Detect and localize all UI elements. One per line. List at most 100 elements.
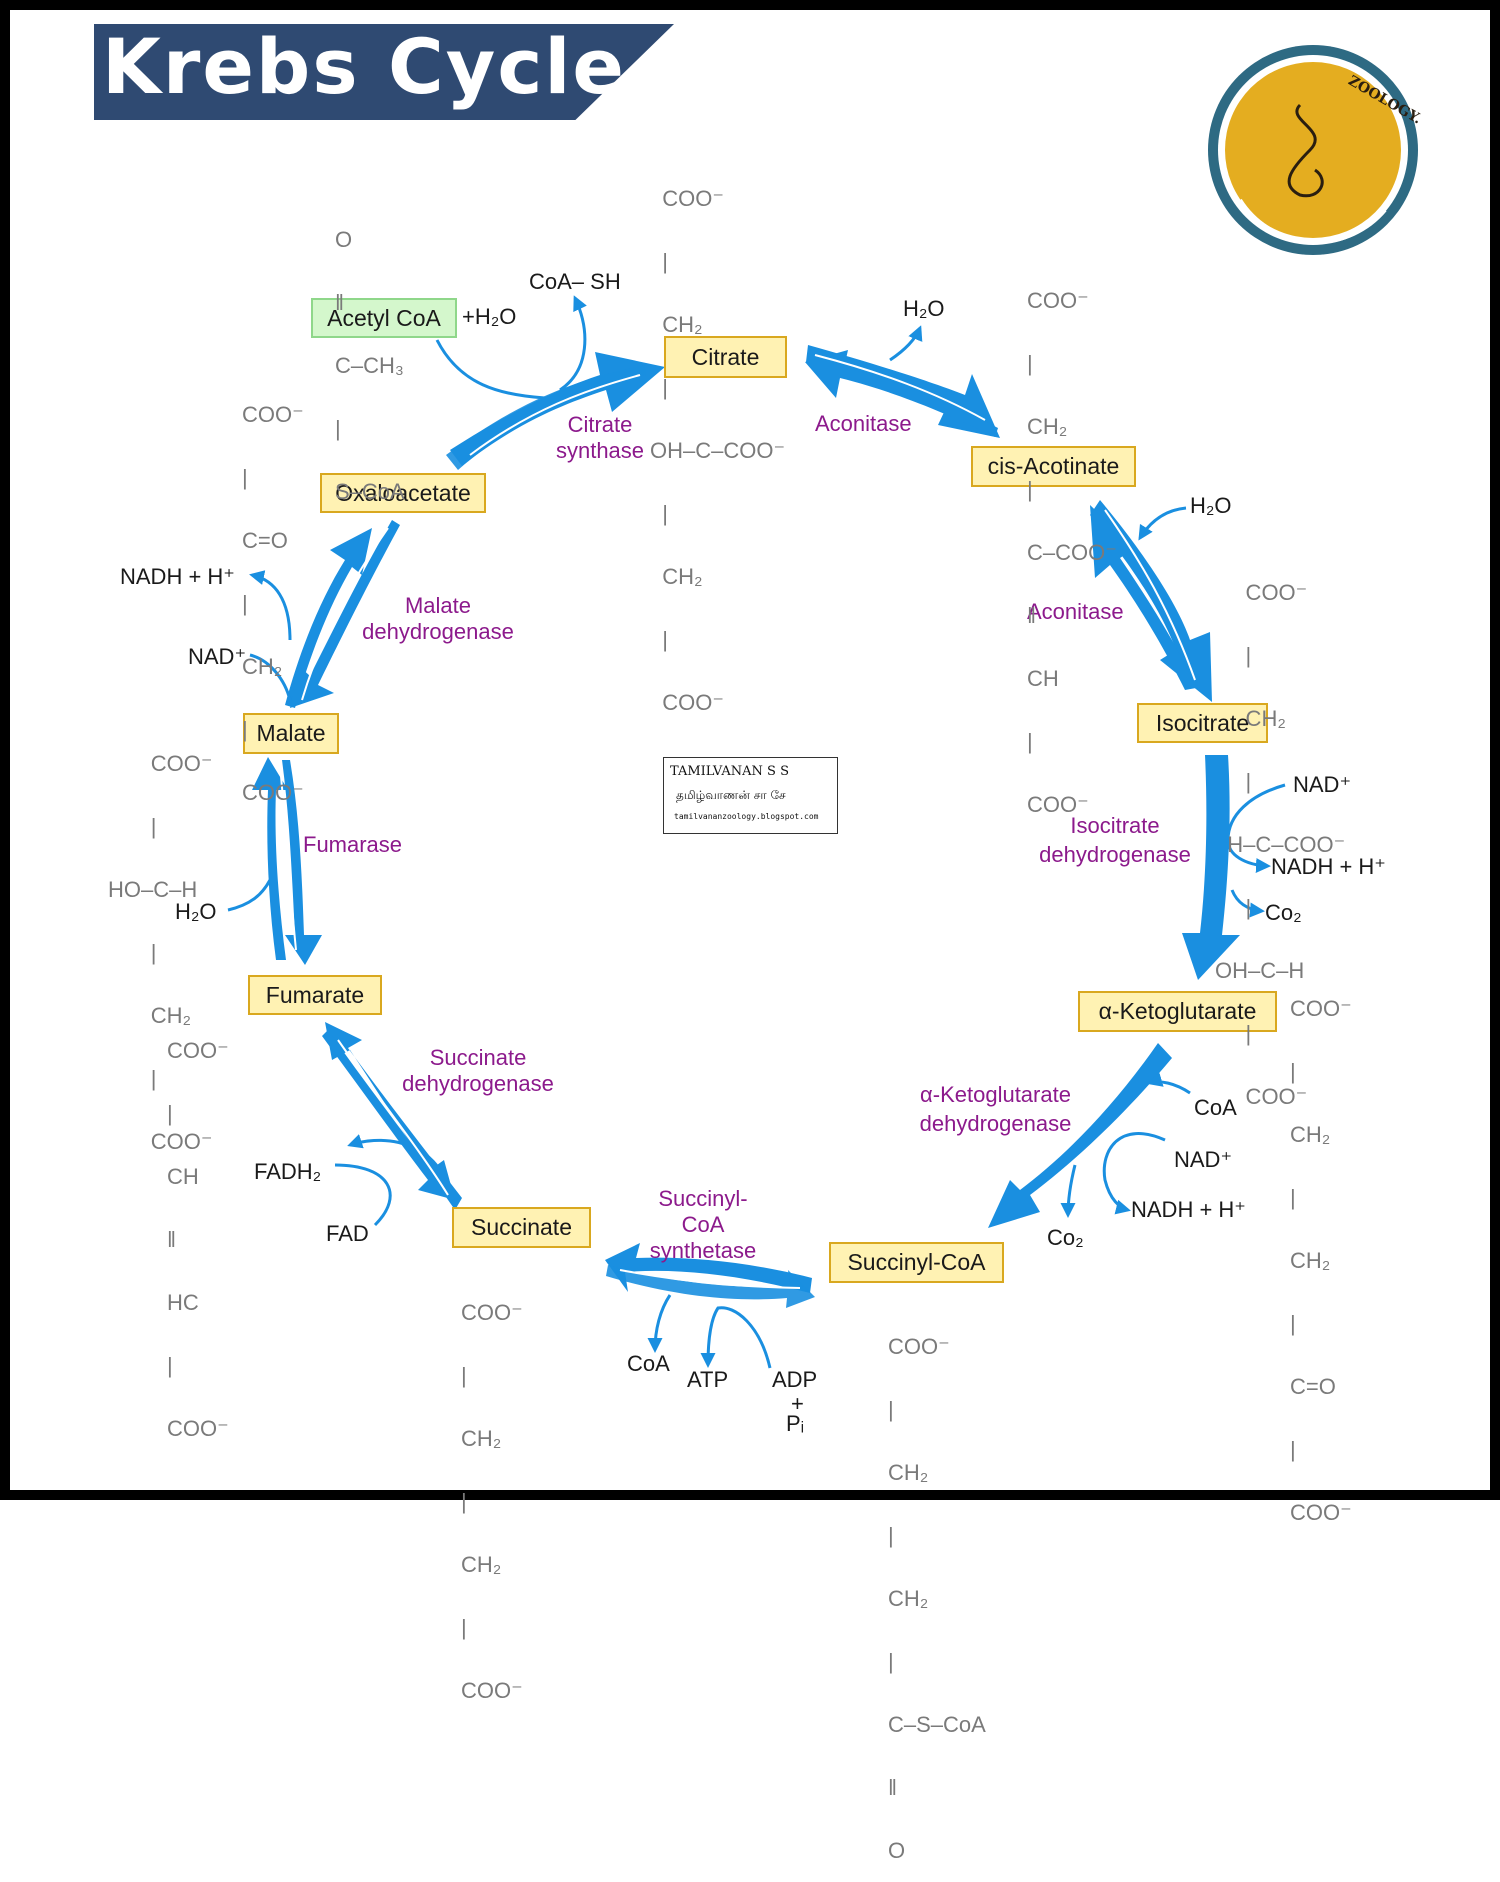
author-blog-url: tamilvananzoology.blogspot.com — [674, 812, 819, 821]
cofactor-co2-isocitrate: Co₂ — [1265, 900, 1302, 925]
cis-aconitate-box: cis-Acotinate — [971, 446, 1136, 487]
enzyme-succinyl-coa-synthetase: Succinyl- CoA synthetase — [633, 1186, 773, 1264]
cofactor-coa-akg: CoA — [1194, 1095, 1237, 1120]
structure-line: COO⁻ — [108, 751, 213, 776]
structure-line: O — [335, 227, 353, 252]
arrow-aconitase-reverse — [805, 350, 998, 437]
oxaloacetate-box: Oxaloacetate — [320, 473, 486, 513]
structure-line: | — [242, 717, 248, 742]
page-title: Krebs Cycle — [102, 22, 626, 111]
structure-succinate: COO⁻ | CH₂ | CH₂ | COO⁻ — [461, 1260, 523, 1722]
structure-line: CH₂ — [461, 1552, 502, 1577]
arrow-isocitrate-dh — [1182, 755, 1240, 980]
structure-line: HO–C–H — [108, 877, 198, 902]
structure-line: C=O — [242, 528, 288, 553]
structure-cis-aconitate: COO⁻ | CH₂ | C–COO⁻ ‖ CH | COO⁻ — [1027, 248, 1117, 836]
structure-line: | — [888, 1397, 894, 1422]
structure-line: COO⁻ — [888, 1334, 950, 1359]
cofactor-adp: ADP — [772, 1367, 818, 1392]
structure-line: | — [108, 940, 157, 965]
structure-line: CH₂ — [242, 654, 283, 679]
cofactor-atp: ATP — [687, 1367, 729, 1392]
arrow-malate-dh-up — [285, 528, 372, 708]
structure-line: | — [108, 1066, 157, 1091]
structure-line: CH₂ — [1290, 1248, 1331, 1273]
structure-line: H–C–COO⁻ — [1215, 832, 1346, 857]
structure-line: | — [242, 591, 248, 616]
zoology-logo: ZOOLOGY. — [1208, 45, 1424, 255]
structure-line: S–CoA — [335, 479, 405, 504]
enzyme-succinate-dehydrogenase: Succinate dehydrogenase — [383, 1045, 573, 1097]
enzyme-isocitrate-dehydrogenase: Isocitrate dehydrogenase — [1020, 811, 1210, 869]
structure-line: C–CH₃ — [335, 353, 404, 378]
structure-line: CH₂ — [461, 1426, 502, 1451]
succinate-box: Succinate — [452, 1207, 591, 1248]
arrow-akg-dh — [988, 1043, 1172, 1228]
enzyme-line: dehydrogenase — [919, 1111, 1072, 1136]
enzyme-line: dehydrogenase — [1039, 842, 1191, 867]
cofactor-fadh2: FADH₂ — [254, 1159, 322, 1184]
structure-line: COO⁻ — [1027, 288, 1089, 313]
structure-acetyl-coa: O ‖ C–CH₃ | S–CoA — [335, 187, 405, 523]
structure-line: | — [650, 627, 668, 652]
structure-line: COO⁻ — [1290, 996, 1352, 1021]
structure-line: | — [461, 1363, 467, 1388]
krebs-cycle-diagram: ZOOLOGY. — [227, 45, 1424, 1369]
fumarate-box: Fumarate — [248, 975, 382, 1015]
structure-line: | — [888, 1523, 894, 1548]
cofactor-h2o-citrate: H₂O — [903, 296, 945, 321]
structure-line: | — [167, 1101, 173, 1126]
enzyme-akg-dehydrogenase: α-Ketoglutarate dehydrogenase — [898, 1080, 1093, 1138]
structure-line: C–S–CoA — [888, 1712, 986, 1737]
arrow-succinyl-coa-synthetase-back — [606, 1265, 815, 1308]
structure-line: CH₂ — [888, 1460, 929, 1485]
cycle-arrows — [252, 345, 1240, 1308]
cofactor-nad-isocitrate: NAD⁺ — [1293, 772, 1352, 797]
structure-line: CH₂ — [650, 312, 703, 337]
cofactor-co2-akg: Co₂ — [1047, 1225, 1084, 1250]
structure-line: COO⁻ — [242, 402, 304, 427]
cofactor-coa-succinyl: CoA — [627, 1351, 670, 1376]
cofactor-nad-akg: NAD⁺ — [1174, 1147, 1233, 1172]
alpha-ketoglutarate-box: α-Ketoglutarate — [1078, 991, 1277, 1032]
structure-line: | — [1027, 477, 1033, 502]
malate-box: Malate — [243, 713, 339, 754]
citrate-box: Citrate — [664, 336, 787, 378]
structure-line: ‖ — [167, 1227, 177, 1252]
structure-line: OH–C–COO⁻ — [650, 438, 786, 463]
structure-fumarate: COO⁻ | CH ‖ HC | COO⁻ — [167, 998, 229, 1460]
structure-line: | — [1027, 729, 1033, 754]
enzyme-line: Isocitrate — [1070, 813, 1160, 838]
structure-line: | — [335, 416, 341, 441]
structure-citrate: COO⁻ | CH₂ | OH–C–COO⁻ | CH₂ | COO⁻ — [650, 146, 785, 734]
structure-line: ‖ — [1027, 603, 1037, 628]
structure-line: | — [108, 814, 157, 839]
structure-line: ‖ — [888, 1775, 898, 1800]
structure-line: | — [461, 1489, 467, 1514]
structure-line: | — [650, 501, 668, 526]
cofactor-plus: + — [791, 1391, 804, 1416]
structure-line: | — [1215, 643, 1252, 668]
structure-line: COO⁻ — [242, 780, 304, 805]
cofactor-h2o-fumarase: H₂O — [175, 899, 217, 924]
cofactor-coa-sh: CoA– SH — [529, 269, 621, 294]
author-name-tamil: தமிழ்வாணன் சா சே — [676, 788, 786, 802]
enzyme-fumarase: Fumarase — [303, 832, 403, 857]
structure-line: | — [1290, 1437, 1296, 1462]
structure-line: | — [1290, 1185, 1296, 1210]
structure-line: C–COO⁻ — [1027, 540, 1117, 565]
structure-line: ‖ — [335, 290, 345, 315]
enzyme-line: α-Ketoglutarate — [920, 1082, 1071, 1107]
structure-line: COO⁻ — [461, 1678, 523, 1703]
structure-line: COO⁻ — [1215, 580, 1308, 605]
acetyl-coa-box: Acetyl CoA — [311, 298, 457, 338]
cofactor-plus-h2o: +H₂O — [462, 304, 517, 329]
structure-line: CH₂ — [650, 564, 703, 589]
cofactor-fad: FAD — [326, 1221, 369, 1246]
structure-line: CH₂ — [888, 1586, 929, 1611]
structure-line: COO⁻ — [167, 1038, 229, 1063]
structure-alpha-ketoglutarate: COO⁻ | CH₂ | CH₂ | C=O | COO⁻ — [1290, 956, 1352, 1544]
arrow-fumarase-up — [252, 757, 288, 960]
structure-line: | — [167, 1353, 173, 1378]
succinyl-coa-box: Succinyl-CoA — [829, 1242, 1004, 1283]
